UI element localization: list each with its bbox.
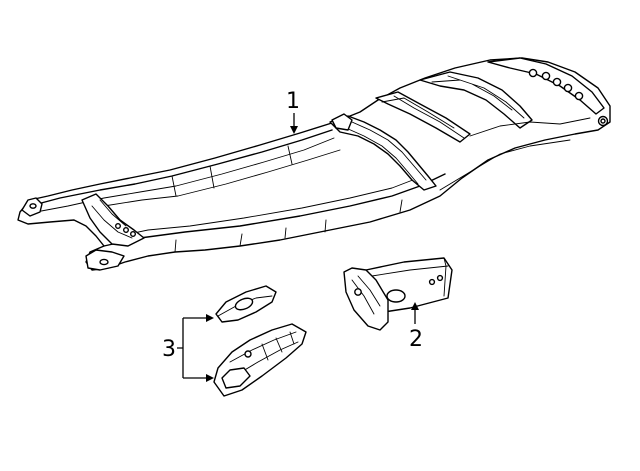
frame-left-rail-inner	[35, 137, 335, 213]
frame-rear-arch-detail	[431, 75, 525, 119]
frame-right-rail-inner	[109, 177, 419, 239]
frame-rail-stiffener-b	[209, 165, 215, 189]
frame-rear-hole-b	[541, 71, 551, 81]
frame-crossmember-hole-b	[122, 226, 129, 233]
lower-mount-bracket-detail	[261, 331, 295, 361]
frame-rear-hole-c	[552, 77, 562, 87]
rear-bracket-side-edge	[443, 257, 447, 297]
frame-assembly	[17, 57, 611, 271]
lower-mount-bracket-pocket	[221, 367, 251, 389]
frame-lower-horn-hole	[99, 258, 109, 266]
mount-brackets	[213, 285, 307, 397]
callout-2: 2	[409, 302, 423, 352]
rear-bracket-flange-hole	[354, 288, 362, 296]
frame-rear-arch	[419, 71, 533, 129]
rear-bracket	[343, 257, 453, 331]
frame-front-crossmember	[81, 193, 145, 247]
frame-rear-hole-a	[528, 68, 538, 78]
frame-rear-hole-e	[574, 91, 584, 101]
frame-crossmember-bracket	[331, 113, 353, 131]
frame-left-rail-lower	[103, 149, 341, 207]
callout-3: 3	[162, 314, 214, 382]
callout-1-label: 1	[286, 89, 300, 114]
lower-mount-bracket-ridge	[229, 331, 299, 375]
frame-crossmember-hole-c	[129, 230, 136, 237]
frame-center-crossmember-detail	[345, 121, 427, 185]
frame-rear-hole-d	[563, 83, 573, 93]
frame-front-crossmember-detail	[91, 199, 133, 239]
frame-rear-rail-detail	[439, 117, 591, 191]
rear-bracket-main-hole	[386, 289, 406, 303]
rear-bracket-small-hole-b	[436, 274, 444, 282]
frame-right-rail-lower	[174, 199, 403, 253]
lower-mount-bracket-hole	[244, 350, 252, 358]
frame-rail-stiffener-c	[287, 145, 293, 165]
callout-3-leader	[177, 317, 208, 379]
frame-front-hole	[29, 203, 37, 209]
frame-rear-crossmember-front-detail	[381, 95, 465, 139]
frame-rear-crossmember-front	[375, 91, 471, 143]
frame-center-crossmember	[329, 115, 437, 191]
frame-rail-stiffener-a	[171, 175, 177, 197]
callout-3-arrow-upper	[206, 314, 214, 322]
callout-3-arrow-lower	[206, 374, 214, 382]
callout-1: 1	[286, 89, 300, 134]
upper-mount-bracket-hole	[234, 297, 254, 311]
callout-2-arrow	[411, 302, 419, 310]
frame-rear-eye-inner	[600, 118, 606, 124]
callout-3-label: 3	[162, 337, 176, 362]
callout-1-arrow	[290, 126, 298, 134]
frame-right-rail	[103, 173, 446, 247]
callout-2-label: 2	[409, 327, 423, 352]
rear-bracket-flange-detail	[351, 275, 381, 315]
rear-bracket-small-hole-a	[428, 278, 436, 286]
frame-crossmember-hole-a	[114, 222, 121, 229]
